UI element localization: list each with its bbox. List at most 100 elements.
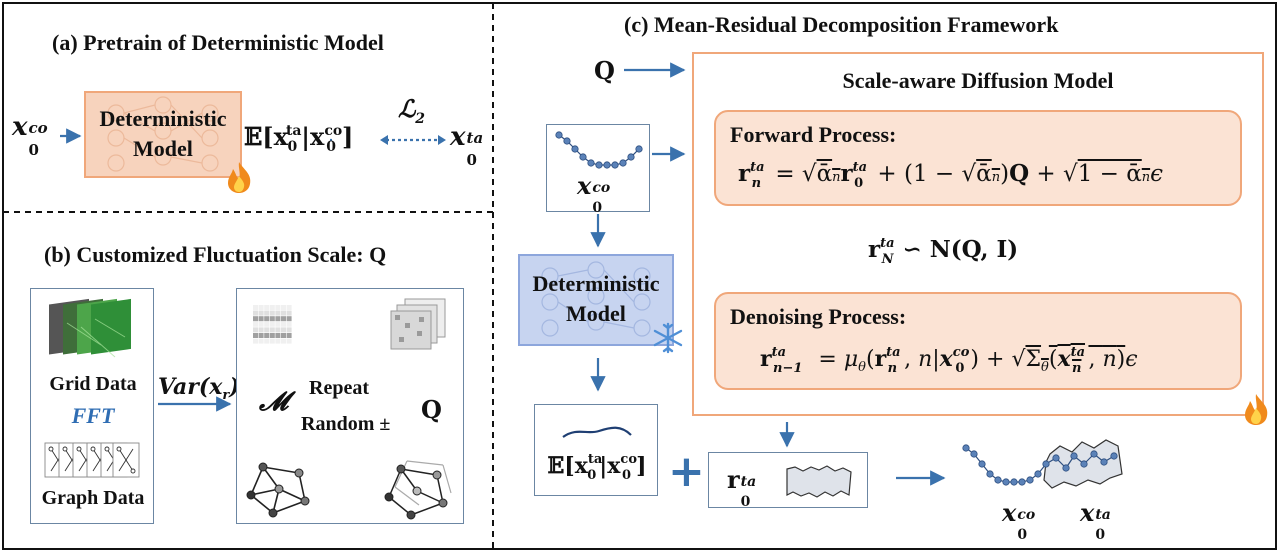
graph-data-label: Graph Data <box>41 487 145 509</box>
fire-icon <box>228 162 251 193</box>
series-dot <box>1070 452 1078 460</box>
matrix-cell <box>258 321 264 327</box>
series-dot <box>978 460 986 468</box>
mean-curve-icon <box>562 426 632 438</box>
matrix-cell <box>286 305 292 310</box>
matrix-cell <box>281 316 286 322</box>
fft-label: FFT <box>71 403 115 428</box>
deterministic-model-box-a: Deterministic Model <box>84 91 242 178</box>
det-model-label-line1: Deterministic <box>99 106 227 131</box>
series-dot <box>571 145 579 153</box>
series-dot <box>611 161 619 169</box>
matrix-cell <box>275 333 281 338</box>
matrix-cell <box>286 310 292 316</box>
history-line <box>558 134 640 166</box>
matrix-cell <box>269 316 275 322</box>
matrix-cell <box>264 310 270 316</box>
matrix-cell <box>269 333 275 338</box>
series-dot <box>1010 478 1018 486</box>
matrix-cell <box>286 327 292 333</box>
series-dot <box>1062 464 1070 472</box>
matrix-cell <box>275 338 281 344</box>
matrix-cell <box>269 327 275 333</box>
panel-c-title: (c) Mean-Residual Decomposition Framewor… <box>624 12 1059 37</box>
matrix-cell <box>275 316 281 322</box>
denoising-equation: rtan−1 = μθ(rtan, n|xco0) + √Σθ(xtan, n)… <box>760 345 1138 376</box>
matrix-cell <box>258 316 264 322</box>
forward-process-box: Forward Process: rtan = √ᾱnrta0 + (1 − √… <box>714 110 1242 206</box>
series-dot <box>994 476 1002 484</box>
matrix-cell <box>264 333 270 338</box>
series-dot <box>1110 452 1118 460</box>
mean-output-box: 𝔼[xta0|xco0] <box>534 404 658 496</box>
matrix-cell <box>286 316 292 322</box>
scale-construction-box: 𝓜 Repeat Random ± Q <box>236 288 464 524</box>
series-dot <box>962 444 970 452</box>
series-dot <box>1034 470 1042 478</box>
mean-expectation: 𝔼[xta0|xco0] <box>547 452 647 483</box>
data-sources-box: Grid Data FFT Graph Data <box>30 288 154 524</box>
denoising-process-title: Denoising Process: <box>730 304 907 329</box>
matrix-cell <box>258 338 264 344</box>
graph-data-icon <box>44 442 140 478</box>
matrix-cell <box>281 305 286 310</box>
matrix-cell <box>264 316 270 322</box>
deterministic-model-box-c: Deterministic Model <box>518 254 674 346</box>
matrix-cell <box>264 321 270 327</box>
matrix-cell <box>258 327 264 333</box>
matrix-cell <box>281 327 286 333</box>
matrix-cell <box>269 321 275 327</box>
series-dot <box>1090 450 1098 458</box>
matrix-cell <box>281 338 286 344</box>
det-model-c-line2: Model <box>566 301 626 326</box>
matrix-cell <box>269 310 275 316</box>
grid-data-icon <box>49 298 131 358</box>
matrix-cell <box>253 333 258 338</box>
series-dot <box>627 153 635 161</box>
matrix-cell <box>253 321 258 327</box>
random-label: Random ± <box>301 413 391 435</box>
series-dot <box>555 131 563 139</box>
denoising-process-box: Denoising Process: rtan−1 = μθ(rtan, n|x… <box>714 292 1242 390</box>
matrix-cell <box>253 310 258 316</box>
matrix-cell <box>275 321 281 327</box>
matrix-cell <box>253 327 258 333</box>
matrix-cell <box>286 321 292 327</box>
residual-band-icon <box>786 465 852 498</box>
matrix-cell <box>281 321 286 327</box>
series-dot <box>1026 476 1034 484</box>
series-dot <box>1100 458 1108 466</box>
matrix-cell <box>258 310 264 316</box>
matrix-cell <box>281 310 286 316</box>
forward-process-title: Forward Process: <box>730 122 897 147</box>
panel-a-expectation: 𝔼[xta0|xco0] <box>244 122 354 155</box>
matrix-cell <box>275 305 281 310</box>
matrix-cell <box>269 305 275 310</box>
series-dot <box>1002 478 1010 486</box>
series-dot <box>603 161 611 169</box>
forward-equation: rtan = √ᾱnrta0 + (1 − √ᾱn)Q + √1 − ᾱnϵ <box>738 160 1164 191</box>
matrix-cell <box>264 338 270 344</box>
series-dot <box>579 153 587 161</box>
matrix-cell <box>281 333 286 338</box>
forecast-plot-icon <box>962 439 1123 489</box>
matrix-cell <box>269 338 275 344</box>
series-dot <box>1052 454 1060 462</box>
series-dot <box>970 450 978 458</box>
var-label: Var(xr) <box>158 374 240 403</box>
panel-a-title: (a) Pretrain of Deterministic Model <box>52 30 384 55</box>
graph-icon <box>246 462 310 518</box>
matrix-cell <box>275 327 281 333</box>
matrix-cell <box>264 305 270 310</box>
panel-b-title: (b) Customized Fluctuation Scale: Q <box>44 242 387 267</box>
matrix-cell <box>258 333 264 338</box>
